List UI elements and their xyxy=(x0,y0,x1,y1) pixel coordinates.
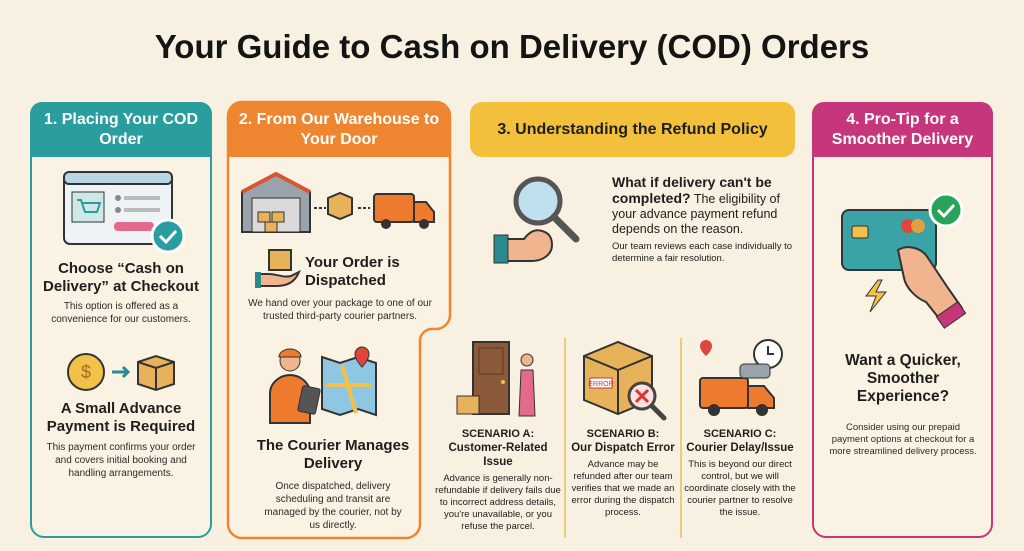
page-title: Your Guide to Cash on Delivery (COD) Ord… xyxy=(154,28,870,65)
section-2-step-1-text: We hand over your package to one of our … xyxy=(248,298,432,322)
section-2-step-2-title: The Courier Manages Delivery xyxy=(256,437,410,472)
scenario-c-text: This is beyond our direct control, but w… xyxy=(684,459,796,518)
warehouse-to-truck-icon xyxy=(241,171,435,233)
scenario-c-title: Courier Delay/Issue xyxy=(686,442,794,454)
scenario-a-label: SCENARIO A: xyxy=(461,428,535,440)
scenario-divider xyxy=(680,338,682,538)
section-1-step-2-title: A Small Advance Payment is Required xyxy=(46,400,196,435)
scenario-a-text: Advance is generally non-refundable if d… xyxy=(435,473,561,532)
refund-question-title: What if delivery can't be completed? xyxy=(612,174,772,206)
hand-package-icon xyxy=(255,249,301,288)
scenario-b-title: Our Dispatch Error xyxy=(571,442,675,454)
error-box-icon: ERROR xyxy=(583,340,667,421)
scenario-divider xyxy=(564,338,566,538)
scenario-b: SCENARIO B: Our Dispatch Error Advance m… xyxy=(568,427,678,519)
refund-note: Our team reviews each case individually … xyxy=(612,241,793,264)
section-4-header: 4. Pro-Tip for a Smoother Delivery xyxy=(812,102,993,157)
refund-question-text: The eligibility of your advance payment … xyxy=(612,192,780,236)
section-2-step-2-text: Once dispatched, delivery scheduling and… xyxy=(264,481,402,531)
section-3-header: 3. Understanding the Refund Policy xyxy=(470,102,795,157)
section-1-step-2-text: This payment confirms your order and cov… xyxy=(46,442,196,479)
section-4-text: Consider using our prepaid payment optio… xyxy=(829,422,977,457)
scenario-a: SCENARIO A: Customer-Related Issue Advan… xyxy=(434,427,562,533)
scenario-b-text: Advance may be refunded after our team v… xyxy=(571,459,675,518)
section-2-header: 2. From Our Warehouse to Your Door xyxy=(228,102,450,157)
truck-clock-icon xyxy=(699,339,783,416)
scenario-c-label: SCENARIO C: xyxy=(703,428,777,440)
scenario-b-label: SCENARIO B: xyxy=(586,428,660,440)
svg-text:$: $ xyxy=(81,362,91,382)
magnifier-hand-icon xyxy=(493,176,580,264)
refund-question: What if delivery can't be completed? The… xyxy=(612,175,797,237)
credit-card-hand-icon xyxy=(841,192,967,329)
door-person-icon xyxy=(456,341,536,417)
coin-to-box-icon: $ xyxy=(67,353,175,392)
courier-map-icon xyxy=(269,346,377,424)
scenario-c: SCENARIO C: Courier Delay/Issue This is … xyxy=(684,427,796,519)
section-1-step-1-text: This option is offered as a convenience … xyxy=(51,301,191,325)
section-4-title: Want a Quicker, Smoother Experience? xyxy=(845,352,961,405)
error-label: ERROR xyxy=(588,381,613,388)
section-1-header: 1. Placing Your COD Order xyxy=(30,102,212,157)
section-2-step-1-title: Your Order is Dispatched xyxy=(305,254,400,289)
checkout-screen-icon xyxy=(63,171,186,254)
section-1-step-1-title: Choose “Cash on Delivery” at Checkout xyxy=(43,260,199,295)
section-4-card xyxy=(812,102,993,538)
scenario-a-title: Customer-Related Issue xyxy=(448,442,548,468)
